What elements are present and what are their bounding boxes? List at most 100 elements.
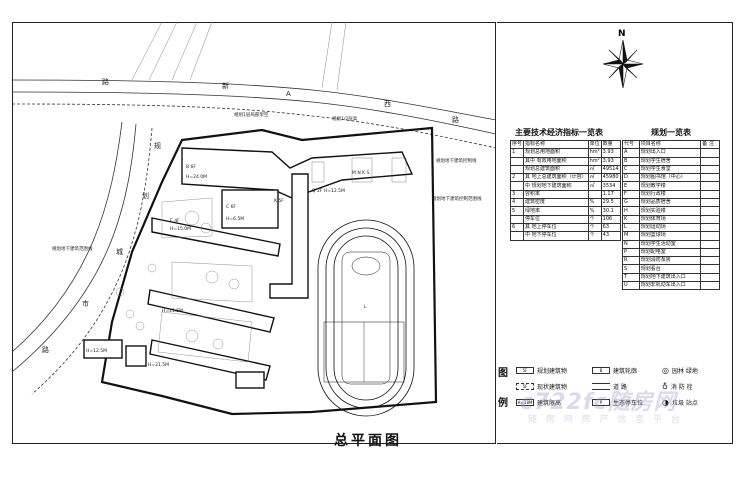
table-header-cell: 数量 [600, 139, 621, 150]
building-label-e: E 4F [170, 218, 180, 224]
north-arrow-icon: N [602, 29, 644, 88]
table-cell: T [622, 272, 640, 283]
legend-item-height-limit: H=18M 建筑限高 [516, 398, 561, 407]
table-cell: 其 地上停车位 [523, 222, 589, 233]
table-cell: 5 [509, 206, 525, 216]
table-cell [700, 264, 720, 274]
map-note-5: 规划地下建筑范围线 [52, 245, 93, 252]
table-header-cell: 序号 [509, 139, 525, 150]
table-cell: 49514 [600, 164, 621, 175]
table-cell: R [622, 256, 640, 266]
table-cell: 规划配电室 [638, 247, 702, 258]
table-cell: 规划非机动车出入口 [638, 281, 702, 291]
table-header-cell: 单位 [587, 139, 602, 150]
table-cell: 规划实验楼 [638, 206, 702, 216]
table-cell [700, 189, 720, 200]
table-cell: % [587, 198, 602, 208]
table-cell: 其 地上总建筑面积（计容） [523, 173, 589, 183]
planned-buildings [83, 147, 414, 389]
table-cell [700, 239, 720, 249]
table-cell: 3.93 [600, 156, 621, 166]
table-cell: 规划学生活动室 [638, 239, 702, 249]
table-cell: 规划学生宿舍 [638, 156, 702, 166]
top-road [12, 79, 496, 149]
table-cell: G [622, 198, 640, 208]
legend-label: 消 防 栓 [670, 384, 693, 391]
table-cell: % [587, 206, 602, 216]
table-cell: ㎡ [587, 164, 602, 175]
hydrant-icon: ♁ [662, 382, 668, 391]
page-title: 总平面图 [334, 433, 402, 449]
table-cell: 个 [587, 231, 602, 241]
table-cell: 建筑密度 [523, 198, 589, 208]
table-header-cell: 备 注 [700, 139, 720, 150]
table-cell: S [622, 264, 640, 274]
table-cell: 规划运动场 [638, 222, 702, 233]
road-label-top-1: 路 [102, 77, 109, 86]
table-cell [700, 148, 720, 158]
table-cell: H [622, 206, 640, 216]
table-cell: 中 地下停车位 [523, 231, 589, 241]
table-cell: ㎡ [587, 173, 602, 183]
road-label-top-2: 新 [222, 81, 229, 90]
table-cell: 3 [509, 189, 525, 200]
table-cell: 1 [509, 148, 525, 158]
legend-item-greenery: ◎ 园林 绿地 [662, 366, 698, 375]
legend-item-parking: P 生态停车位 [592, 398, 643, 407]
legend: 图 例 5F 规划建筑物 5F 现状建筑物 H=18M 建筑限高 B 建筑轮廓 … [498, 364, 734, 430]
table-cell: 规划总用地面积 [523, 148, 589, 158]
table-cell [700, 214, 720, 224]
table-cell: 规划学生食堂 [638, 164, 702, 175]
table-cell: 4 [509, 198, 525, 208]
road-label-left-1: 规 [154, 141, 161, 150]
watermark-subtext: 随 房 网 房 产 信 息 平 台 [528, 415, 683, 425]
table-cell: 规划总建筑面积 [523, 164, 589, 175]
road-label-top-5: 路 [452, 115, 459, 124]
table-cell: 45980 [600, 173, 621, 183]
legend-item-existing-building: 5F 现状建筑物 [516, 382, 567, 391]
legend-swatch: 5F [516, 367, 534, 374]
table-cell: 43 [600, 231, 621, 241]
table-cell [700, 247, 720, 258]
table-cell: 3.93 [600, 148, 621, 158]
map-note-2: 规划1/2层高 [332, 115, 358, 122]
table-cell: 容积率 [523, 189, 589, 200]
legend-label: 道 路 [613, 384, 627, 391]
table-cell: 6 [509, 222, 525, 233]
table-cell: 个 [587, 214, 602, 224]
legend-label: 园林 绿地 [671, 368, 698, 375]
building-label-l: L [364, 304, 367, 310]
table-cell [700, 272, 720, 283]
legend-heading-2: 例 [498, 398, 508, 409]
garbage-station-icon: ◑ [662, 398, 669, 407]
table-cell: F [622, 189, 640, 200]
table-cell: L [622, 222, 640, 233]
table-cell: K [622, 214, 640, 224]
table-cell: 规划篮球场 [638, 231, 702, 241]
diagonal-street-lines [131, 22, 347, 91]
table-cell [700, 156, 720, 166]
table-cell: 规划消防泵房 [638, 256, 702, 266]
legend-label: 现状建筑物 [537, 384, 568, 391]
indicators-title: 主要技术经济指标一览表 [515, 128, 603, 137]
building-hatching [311, 157, 407, 183]
table-cell: 2 [509, 173, 525, 183]
table-header-cell: 代号 [622, 139, 640, 150]
table-cell [700, 164, 720, 175]
building-height-e: H=15.0M [170, 226, 191, 232]
table-header-row: 代号 项目名称 备 注 [622, 139, 720, 150]
road-symbol-icon [592, 383, 610, 390]
building-label-q: Q 2F H=12.5M [312, 188, 345, 194]
table-cell [700, 206, 720, 216]
table-cell: ㎡ [587, 181, 602, 191]
